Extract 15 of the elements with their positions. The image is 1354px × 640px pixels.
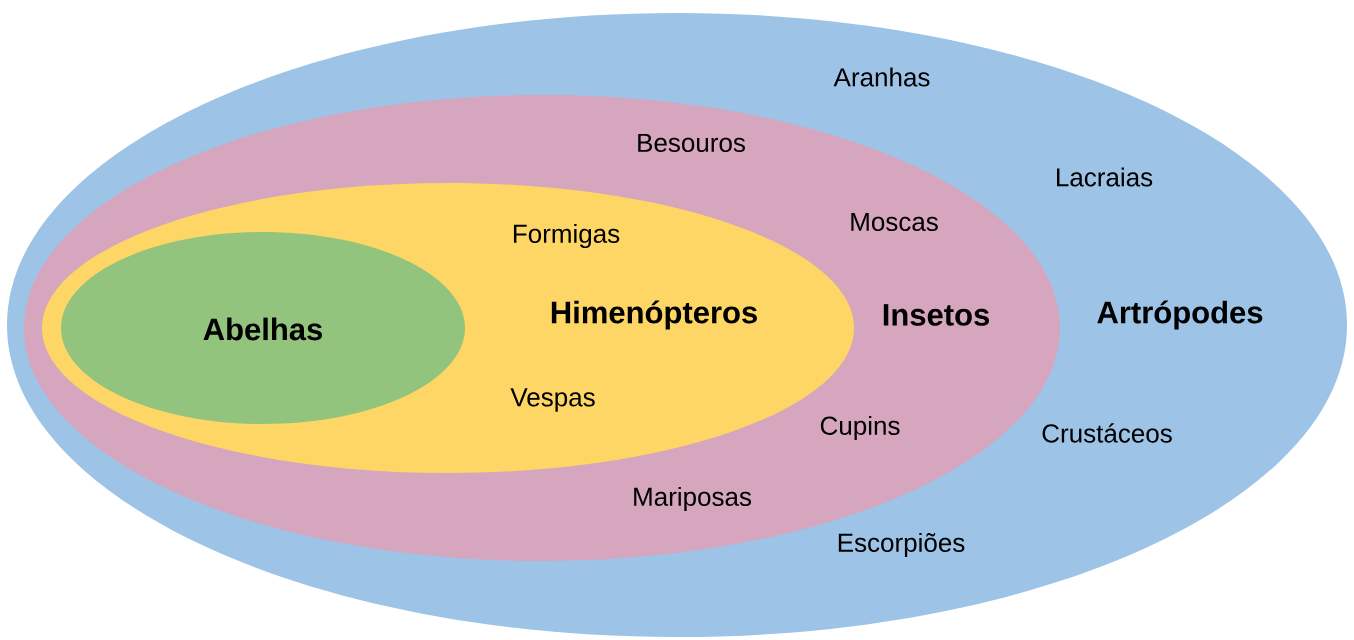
group-label: Himenópteros — [551, 300, 757, 330]
member-label: Vespas — [510, 388, 595, 412]
member-label: Besouros — [638, 133, 745, 153]
member-label: Crustáceos — [1042, 423, 1172, 443]
member-label: Lacraias — [1057, 167, 1153, 187]
member-label: Cupins — [820, 415, 900, 441]
group-label: Artrópodes — [1097, 300, 1263, 330]
member-label: Formigas — [513, 223, 620, 249]
member-label: Aranhas — [833, 67, 930, 87]
ellipse — [61, 232, 465, 424]
member-label: Escorpiões — [838, 532, 965, 558]
member-label: Mariposas — [634, 486, 751, 512]
group-label: Insetos — [883, 304, 989, 326]
member-label: Moscas — [851, 212, 938, 232]
group-label: Abelhas — [203, 317, 323, 341]
